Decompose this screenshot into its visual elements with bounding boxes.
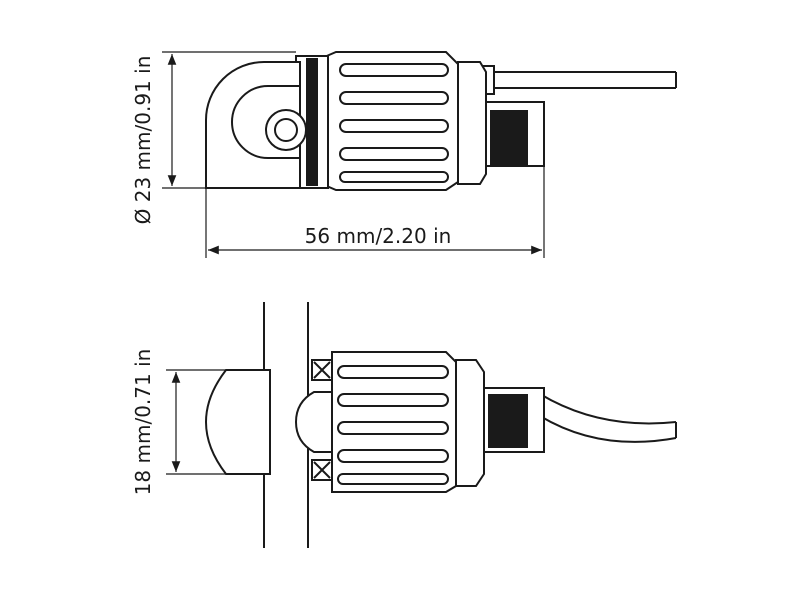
width-label: 18 mm/0.71 in (131, 349, 155, 496)
lock-nut-side (311, 359, 333, 481)
sensor-dome (294, 391, 333, 453)
diameter-dimension (162, 51, 296, 189)
bolt-top (265, 109, 307, 151)
clamp-bracket (205, 61, 301, 189)
knurled-nut-top (485, 101, 545, 167)
side-view: 18 mm/0.71 in (131, 302, 677, 548)
clamp-bracket-side (204, 369, 271, 475)
cable-top (492, 71, 677, 89)
housing-flange-top (457, 61, 487, 185)
housing-flange-side (455, 359, 485, 487)
length-dimension (205, 166, 545, 258)
length-label: 56 mm/2.20 in (305, 224, 452, 248)
knurled-nut-side (483, 387, 545, 453)
diameter-label: Ø 23 mm/0.91 in (131, 56, 155, 225)
cable-side (539, 393, 677, 443)
housing-ribs-side (337, 365, 449, 485)
width-dimension (166, 369, 226, 475)
top-view: Ø 23 mm/0.91 in 56 mm/2.20 in (131, 51, 677, 258)
housing-ribs-top (339, 63, 449, 183)
